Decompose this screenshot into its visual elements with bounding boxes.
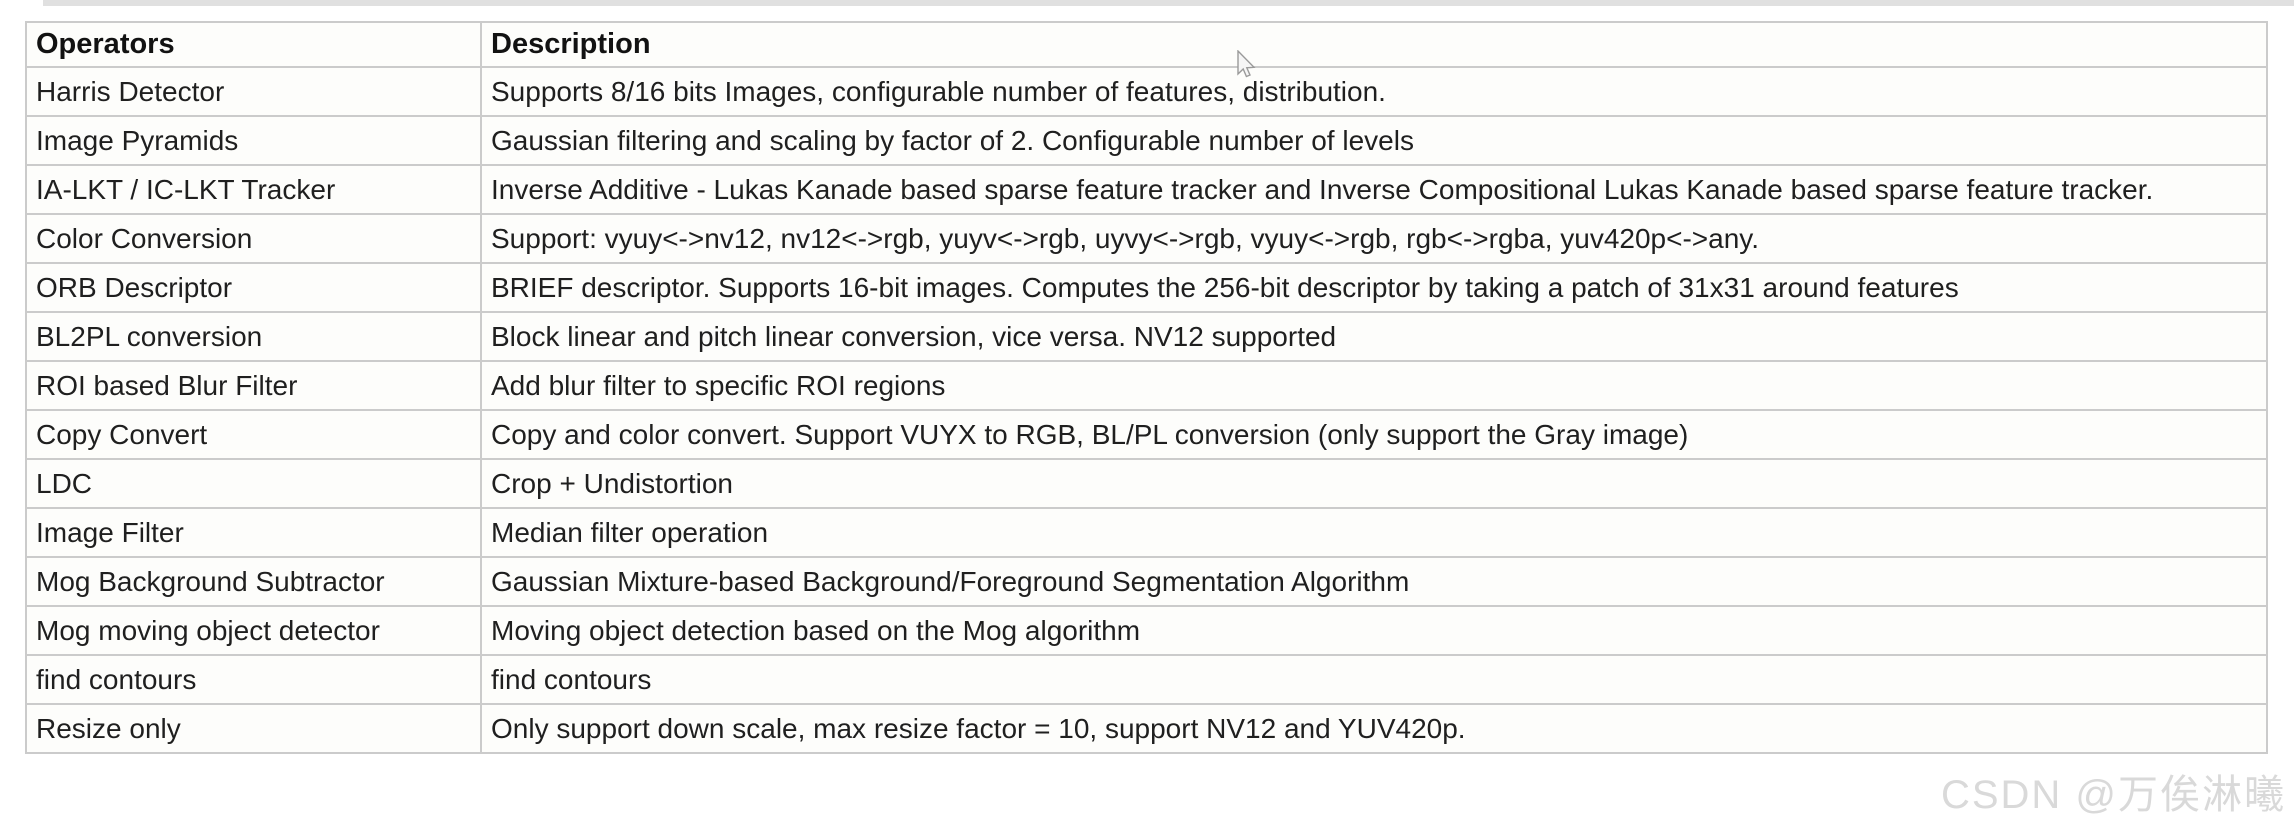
watermark: CSDN @万俟淋曦 — [1940, 773, 2286, 817]
description-cell: Moving object detection based on the Mog… — [480, 605, 2268, 656]
operator-cell: Harris Detector — [25, 66, 482, 117]
description-cell: find contours — [480, 654, 2268, 705]
operator-cell: find contours — [25, 654, 482, 705]
operator-cell: LDC — [25, 458, 482, 509]
column-header-operators: Operators — [25, 21, 482, 68]
operator-cell: Image Pyramids — [25, 115, 482, 166]
description-cell: Only support down scale, max resize fact… — [480, 703, 2268, 754]
description-cell: Median filter operation — [480, 507, 2268, 558]
description-cell: Support: vyuy<->nv12, nv12<->rgb, yuyv<-… — [480, 213, 2268, 264]
operator-cell: Mog Background Subtractor — [25, 556, 482, 607]
description-cell: Copy and color convert. Support VUYX to … — [480, 409, 2268, 460]
description-cell: Supports 8/16 bits Images, configurable … — [480, 66, 2268, 117]
description-cell: Crop + Undistortion — [480, 458, 2268, 509]
top-edge-artifact — [43, 0, 2294, 6]
operator-cell: ROI based Blur Filter — [25, 360, 482, 411]
operator-cell: Resize only — [25, 703, 482, 754]
description-cell: Add blur filter to specific ROI regions — [480, 360, 2268, 411]
operator-cell: BL2PL conversion — [25, 311, 482, 362]
operator-cell: IA-LKT / IC-LKT Tracker — [25, 164, 482, 215]
operator-cell: Image Filter — [25, 507, 482, 558]
operator-cell: ORB Descriptor — [25, 262, 482, 313]
description-cell: BRIEF descriptor. Supports 16-bit images… — [480, 262, 2268, 313]
description-cell: Gaussian filtering and scaling by factor… — [480, 115, 2268, 166]
description-cell: Inverse Additive - Lukas Kanade based sp… — [480, 164, 2268, 215]
operator-cell: Color Conversion — [25, 213, 482, 264]
description-cell: Block linear and pitch linear conversion… — [480, 311, 2268, 362]
column-header-description: Description — [480, 21, 2268, 68]
mouse-cursor-icon — [1237, 50, 1256, 78]
operator-cell: Mog moving object detector — [25, 605, 482, 656]
operator-cell: Copy Convert — [25, 409, 482, 460]
header-row: Operators Description — [25, 21, 2268, 68]
description-cell: Gaussian Mixture-based Background/Foregr… — [480, 556, 2268, 607]
